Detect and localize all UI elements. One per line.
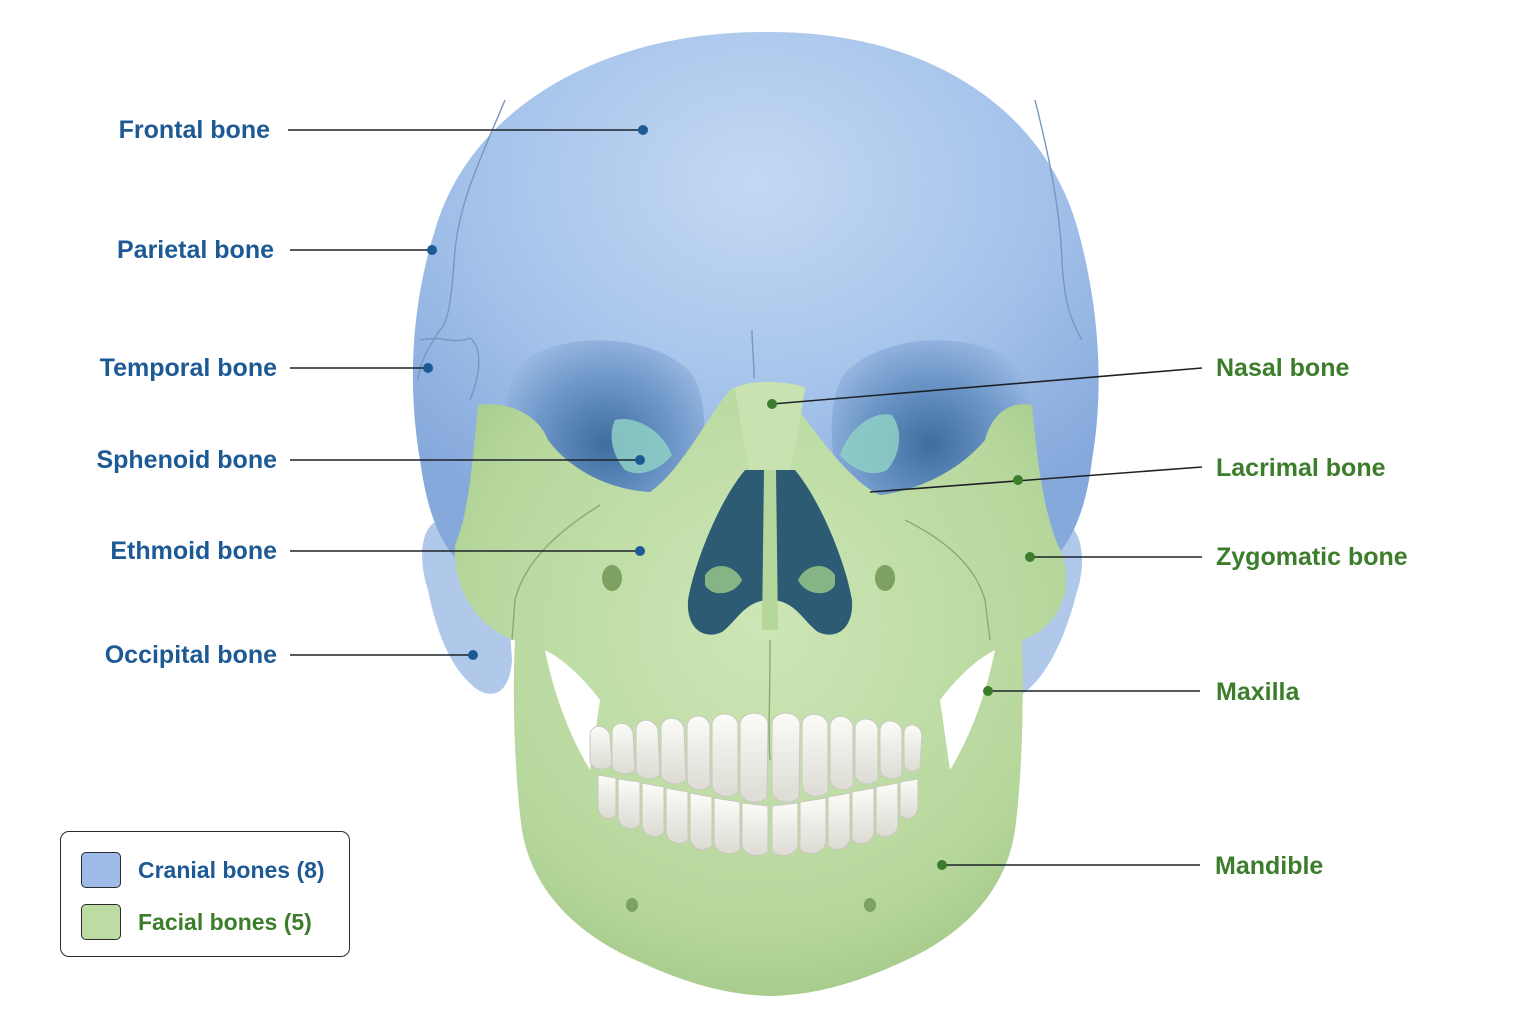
leader-dot-parietal: [427, 245, 437, 255]
zygomatic-suture-right: [904, 519, 991, 641]
facial-labels: Nasal bone Lacrimal bone Zygomatic bone …: [1215, 354, 1408, 880]
tooth: [829, 715, 854, 791]
leader-dot-frontal: [638, 125, 648, 135]
tooth: [711, 713, 739, 797]
leader-dot-nasal: [767, 399, 777, 409]
nasal-conchae-right: [798, 565, 835, 594]
mental-foramen-right: [864, 898, 876, 912]
infraorbital-foramen-right: [875, 565, 895, 591]
tooth: [851, 787, 875, 844]
leader-nasal: [771, 367, 1203, 405]
label-parietal: Parietal bone: [117, 236, 274, 264]
tooth: [899, 778, 919, 819]
label-ethmoid: Ethmoid bone: [110, 537, 277, 565]
label-frontal: Frontal bone: [119, 116, 270, 144]
mouth-gap-right: [940, 650, 995, 770]
tooth: [827, 792, 851, 850]
tooth: [635, 719, 661, 780]
tooth: [903, 724, 923, 773]
tooth: [854, 718, 879, 785]
nasal-conchae-left: [705, 565, 742, 594]
facial-leaders: [767, 367, 1203, 870]
label-zygomatic: Zygomatic bone: [1216, 543, 1408, 571]
leader-dot-temporal: [423, 363, 433, 373]
upper-teeth: [589, 712, 923, 803]
tooth: [771, 802, 799, 856]
leader-dot-occipital: [468, 650, 478, 660]
tooth: [879, 720, 903, 780]
leader-dot-sphenoid: [635, 455, 645, 465]
label-lacrimal: Lacrimal bone: [1216, 454, 1386, 482]
midline-suture: [768, 639, 771, 761]
facial-skeleton: [454, 382, 1067, 996]
label-maxilla: Maxilla: [1216, 678, 1300, 706]
leader-dot-lacrimal: [1013, 475, 1023, 485]
legend-label-cranial: Cranial bones (8): [138, 856, 325, 883]
coronal-suture-right: [1034, 99, 1083, 341]
label-nasal: Nasal bone: [1216, 354, 1349, 382]
tooth: [589, 725, 613, 770]
infraorbital-foramen-left: [602, 565, 622, 591]
label-sphenoid: Sphenoid bone: [96, 446, 277, 474]
legend-row-facial: Facial bones (5): [81, 902, 312, 942]
tooth: [739, 712, 769, 803]
tooth: [801, 713, 829, 797]
label-occipital: Occipital bone: [105, 641, 277, 669]
leader-dot-maxilla: [983, 686, 993, 696]
leader-dot-ethmoid: [635, 546, 645, 556]
tooth: [689, 792, 713, 850]
tooth: [641, 782, 665, 837]
legend: Cranial bones (8) Facial bones (5): [60, 831, 350, 957]
legend-swatch-facial: [81, 904, 121, 940]
leader-dot-zygomatic: [1025, 552, 1035, 562]
cranial-leaders: [288, 125, 648, 660]
leader-dot-mandible: [937, 860, 947, 870]
squamosal-suture-left: [419, 337, 480, 401]
metopic-line: [751, 329, 755, 379]
mouth-gap-left: [545, 650, 600, 770]
cranial-labels: Frontal bone Parietal bone Temporal bone…: [96, 116, 277, 669]
sphenoid-hint-right: [840, 414, 900, 474]
legend-label-facial: Facial bones (5): [138, 908, 312, 935]
label-mandible: Mandible: [1215, 852, 1323, 880]
leader-lacrimal: [869, 466, 1203, 493]
legend-swatch-cranial: [81, 852, 121, 888]
lower-teeth: [597, 774, 919, 856]
tooth: [713, 797, 741, 854]
label-temporal: Temporal bone: [100, 354, 277, 382]
nasal-bridge: [735, 382, 805, 470]
tooth: [617, 778, 641, 829]
tooth: [741, 802, 769, 856]
tooth: [771, 712, 801, 803]
coronal-suture-left: [417, 99, 506, 381]
tooth: [686, 715, 711, 791]
nasal-septum: [762, 470, 778, 630]
tooth: [660, 717, 687, 785]
tooth: [799, 797, 827, 854]
tooth: [611, 722, 636, 775]
legend-row-cranial: Cranial bones (8): [81, 850, 325, 890]
tooth: [875, 782, 899, 837]
mental-foramen-left: [626, 898, 638, 912]
tooth: [597, 774, 617, 819]
tooth: [665, 787, 689, 844]
